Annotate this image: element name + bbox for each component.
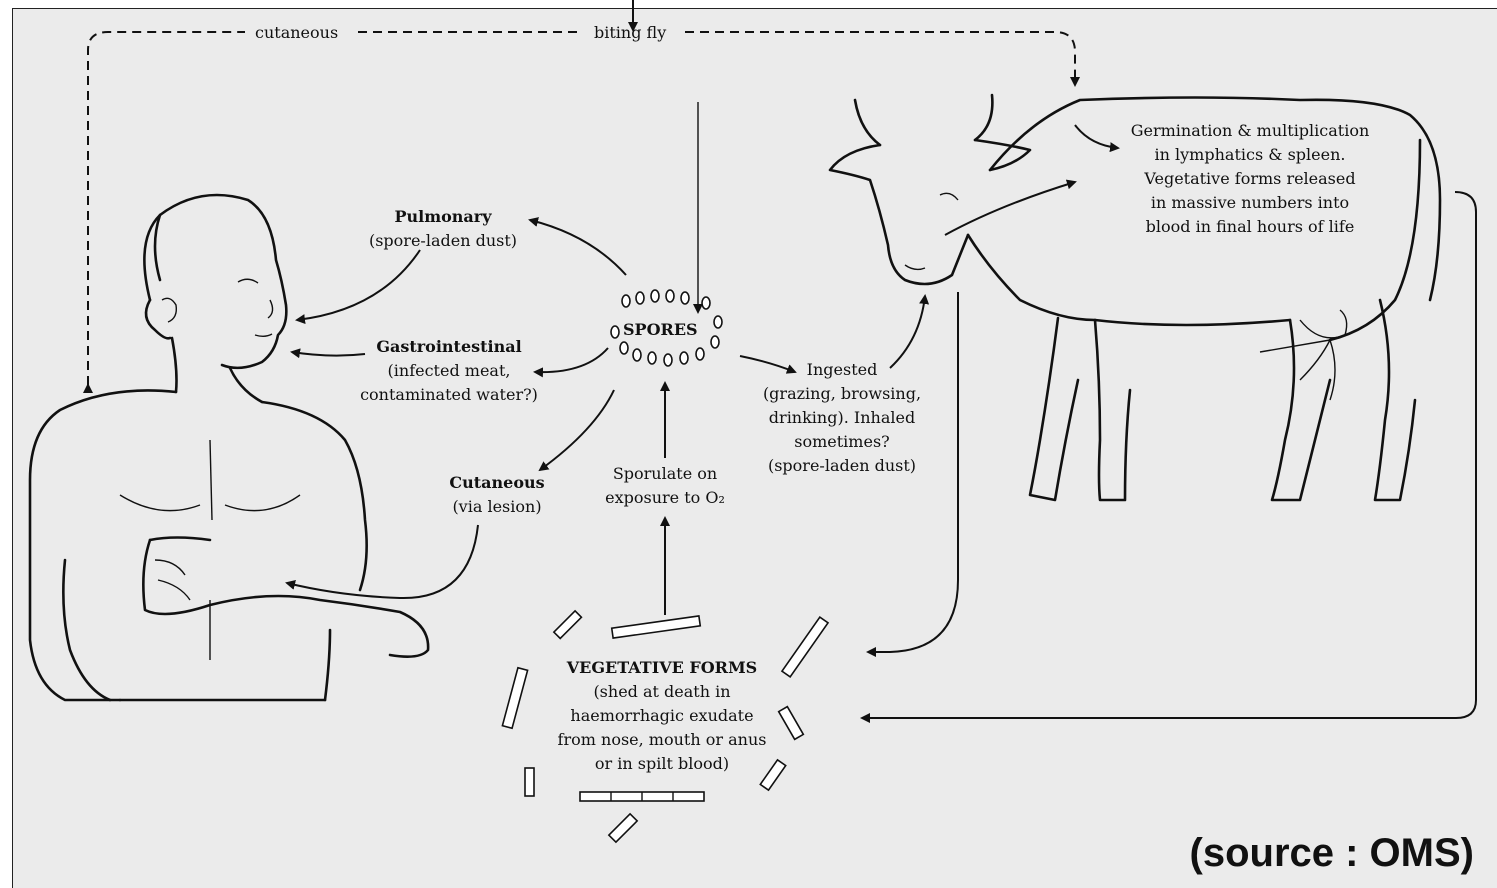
cutaneous-label: Cutaneous (via lesion) (449, 473, 544, 516)
svg-text:in massive numbers into: in massive numbers into (1151, 193, 1349, 212)
diagram-frame (12, 8, 1497, 888)
svg-text:exposure to O₂: exposure to O₂ (605, 488, 725, 507)
source-caption: (source : OMS) (1190, 831, 1474, 875)
return-arrows (860, 191, 1477, 723)
svg-text:(spore-laden dust): (spore-laden dust) (369, 231, 517, 250)
svg-text:VEGETATIVE FORMS: VEGETATIVE FORMS (566, 658, 757, 677)
vegetative-forms-label: VEGETATIVE FORMS (shed at death in haemo… (558, 658, 767, 773)
svg-text:(grazing, browsing,: (grazing, browsing, (763, 384, 921, 403)
sporulate-label: Sporulate on exposure to O₂ (605, 464, 725, 507)
svg-text:Sporulate on: Sporulate on (613, 464, 717, 483)
svg-text:blood in final hours of life: blood in final hours of life (1146, 217, 1355, 236)
svg-text:Pulmonary: Pulmonary (394, 207, 492, 226)
ingested-label: Ingested (grazing, browsing, drinking). … (763, 360, 921, 475)
cow-internal-arrows (944, 124, 1120, 236)
spores-cluster: SPORES (610, 289, 723, 367)
svg-text:Gastrointestinal: Gastrointestinal (376, 337, 521, 356)
cow-figure (828, 93, 1442, 502)
svg-text:Cutaneous: Cutaneous (449, 473, 544, 492)
svg-text:in lymphatics & spleen.: in lymphatics & spleen. (1155, 145, 1346, 164)
svg-text:(spore-laden dust): (spore-laden dust) (768, 456, 916, 475)
svg-text:(shed at death in: (shed at death in (593, 682, 730, 701)
vegetative-rods (501, 609, 830, 844)
biting-fly-label: biting fly (594, 23, 666, 42)
svg-text:sometimes?: sometimes? (794, 432, 889, 451)
germination-label: Germination & multiplication in lymphati… (1131, 121, 1370, 236)
svg-text:(via lesion): (via lesion) (452, 497, 541, 516)
svg-text:(infected meat,: (infected meat, (388, 361, 511, 380)
biting-fly-dashed-path: cutaneous biting fly (83, 23, 1080, 393)
pulmonary-label: Pulmonary (spore-laden dust) (369, 207, 517, 250)
svg-text:from nose, mouth or anus: from nose, mouth or anus (558, 730, 767, 749)
svg-text:Vegetative forms released: Vegetative forms released (1143, 169, 1355, 188)
human-figure (28, 193, 430, 702)
svg-text:contaminated water?): contaminated water?) (360, 385, 538, 404)
svg-text:Ingested: Ingested (807, 360, 878, 379)
spores-label: SPORES (623, 320, 698, 339)
gastrointestinal-label: Gastrointestinal (infected meat, contami… (360, 337, 538, 404)
svg-text:drinking). Inhaled: drinking). Inhaled (769, 408, 915, 427)
cutaneous-top-label: cutaneous (255, 23, 338, 42)
spore-route-arrows (285, 217, 930, 615)
svg-text:or in spilt blood): or in spilt blood) (595, 754, 729, 773)
svg-text:haemorrhagic exudate: haemorrhagic exudate (570, 706, 753, 725)
svg-text:Germination & multiplication: Germination & multiplication (1131, 121, 1370, 140)
